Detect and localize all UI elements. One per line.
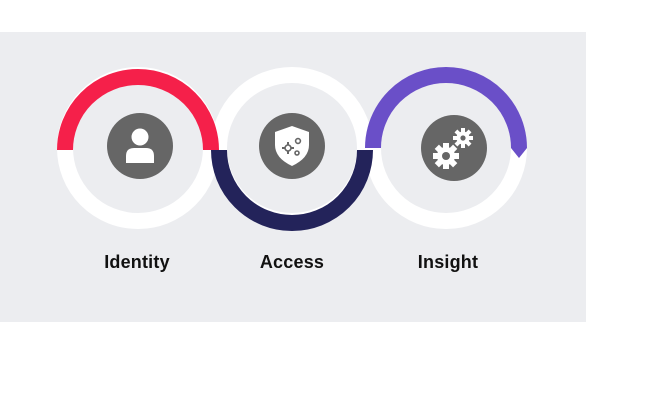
arc-insight-tail bbox=[511, 148, 527, 158]
label-insight: Insight bbox=[417, 252, 479, 272]
label-identity: Identity bbox=[104, 252, 170, 272]
gears-icon bbox=[421, 115, 487, 181]
label-access: Access bbox=[259, 252, 325, 272]
arc-insight bbox=[365, 67, 527, 149]
arc-identity bbox=[57, 69, 219, 151]
arc-access bbox=[211, 149, 373, 231]
user-icon bbox=[107, 113, 173, 179]
shield-gears-icon bbox=[259, 113, 325, 179]
